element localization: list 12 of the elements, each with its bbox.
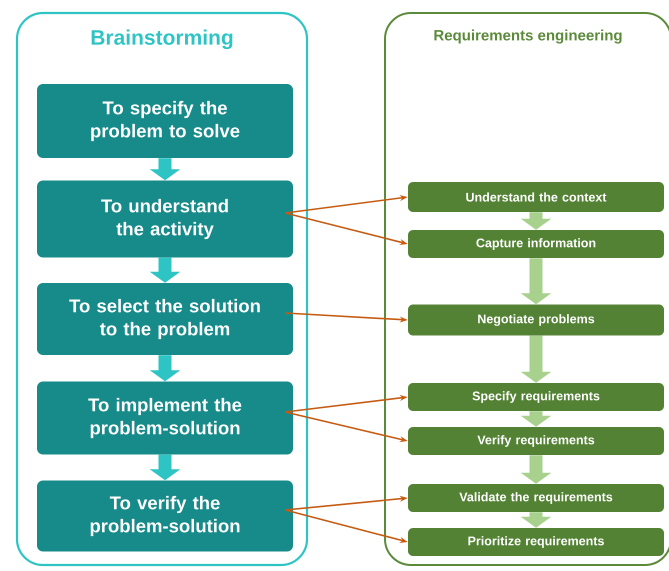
activity-box: Verify requirements bbox=[408, 427, 664, 455]
step-box: To implement the problem-solution bbox=[37, 382, 293, 454]
activity-box: Specify requirements bbox=[408, 383, 664, 411]
step-box: To understand the activity bbox=[37, 180, 293, 258]
activity-box: Capture information bbox=[408, 230, 664, 258]
step-box: To specify the problem to solve bbox=[37, 84, 293, 158]
step-box: To select the solution to the problem bbox=[37, 283, 293, 355]
step-box: To verify the problem-solution bbox=[37, 480, 293, 552]
activity-box: Negotiate problems bbox=[408, 304, 664, 336]
activity-box: Validate the requirements bbox=[408, 484, 664, 512]
activity-box: Prioritize requirements bbox=[408, 528, 664, 556]
activity-box: Understand the context bbox=[408, 182, 664, 212]
